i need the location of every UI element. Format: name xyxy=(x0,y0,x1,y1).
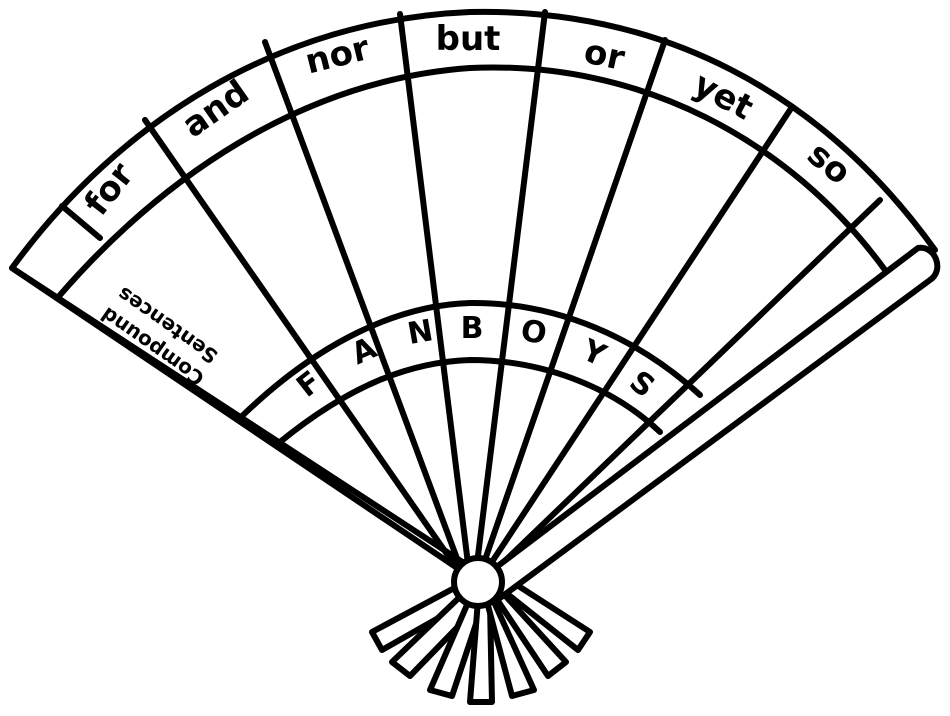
acronym-letter-n: N xyxy=(405,313,436,352)
fan-ribs xyxy=(9,9,883,583)
conjunction-or: or xyxy=(580,32,628,80)
acronym-letter-o: O xyxy=(518,313,549,352)
fanboys-band-inner xyxy=(277,357,663,445)
word-band-arc xyxy=(57,64,888,298)
fan-hub-rivet xyxy=(451,555,505,609)
conjunction-but: but xyxy=(436,19,501,59)
fanboys-band-outer xyxy=(237,299,703,421)
acronym-letter-b: B xyxy=(461,311,484,346)
fan-outline xyxy=(9,8,938,583)
fan-guard-stick xyxy=(479,244,941,601)
